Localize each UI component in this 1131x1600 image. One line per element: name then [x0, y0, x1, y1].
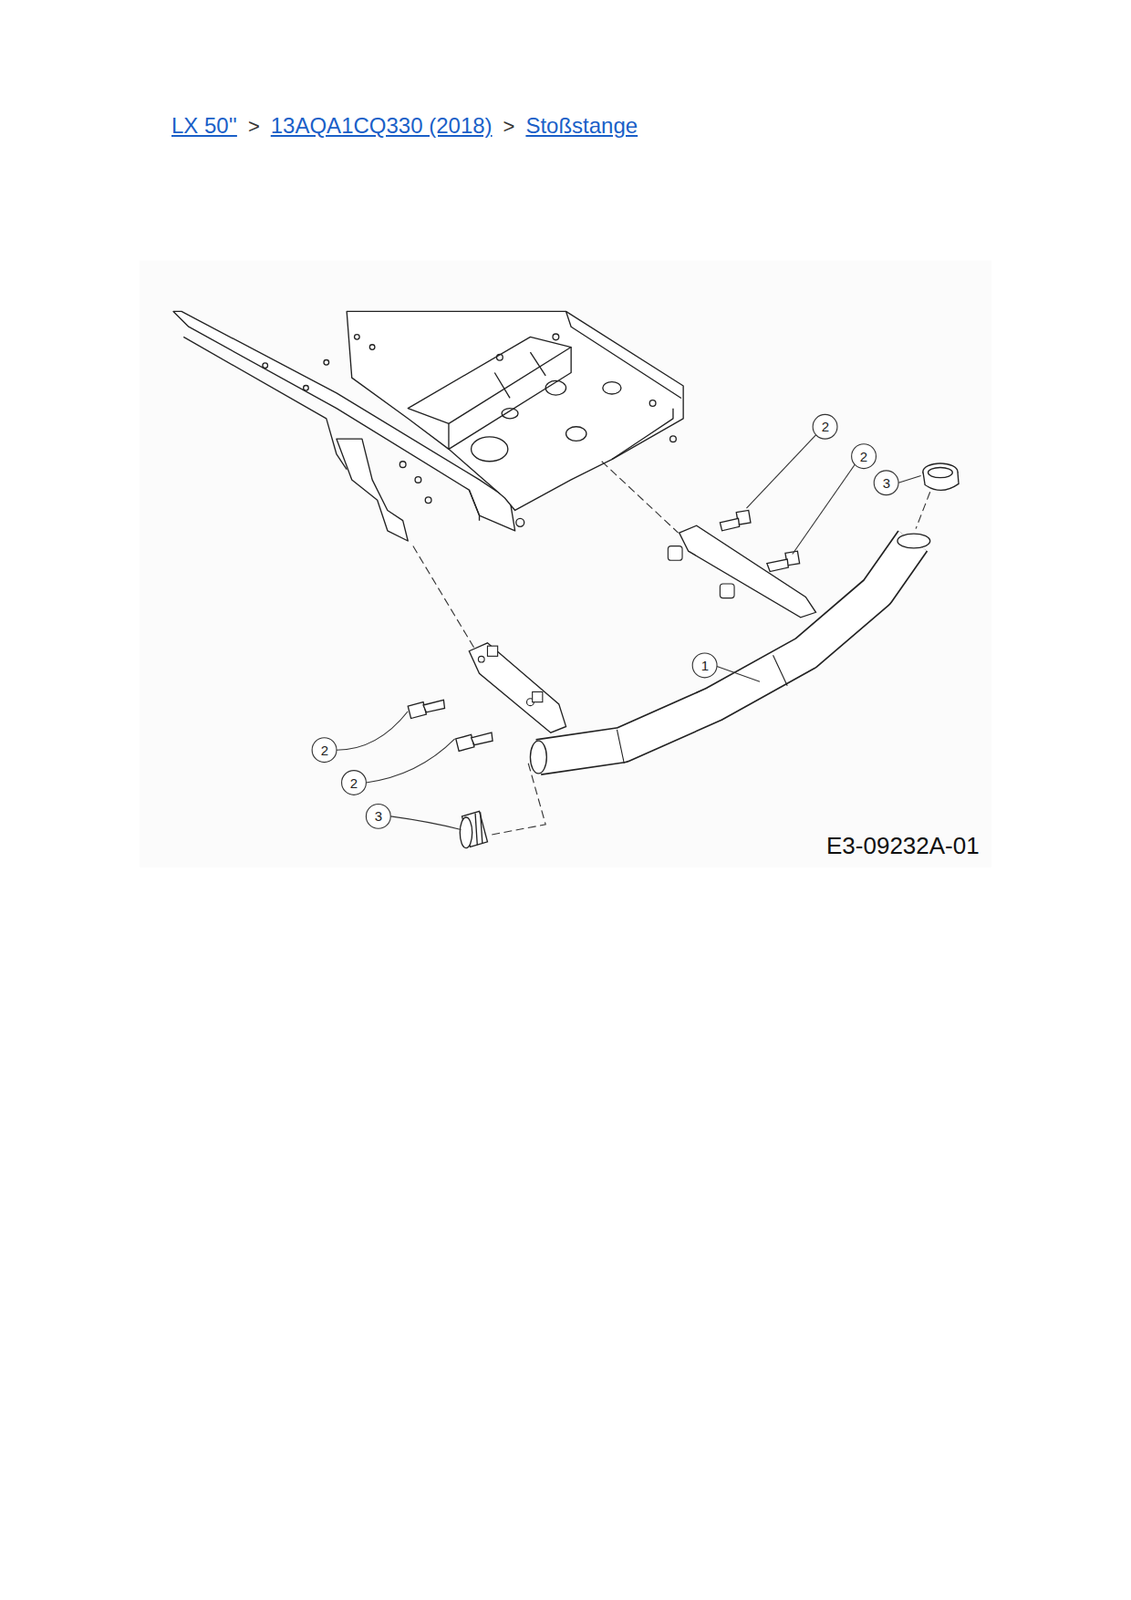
drawing-code: E3-09232A-01: [826, 833, 980, 858]
callout-number: 2: [321, 743, 329, 758]
breadcrumb-separator: >: [503, 114, 516, 139]
callout-number: 2: [860, 449, 868, 464]
breadcrumb-link: Stoßstange: [525, 113, 638, 139]
chassis-frame: [173, 311, 684, 541]
assembly-lines: [413, 461, 931, 835]
breadcrumb: LX 50'' >13AQA1CQ330 (2018) > Stoßstange: [171, 113, 638, 139]
bumper-tube: [468, 525, 930, 774]
callout-number: 3: [374, 809, 383, 823]
end-caps: [459, 463, 959, 849]
breadcrumb-link: 13AQA1CQ330 (2018): [270, 113, 493, 139]
callout-number: 2: [821, 419, 830, 434]
breadcrumb-separator: >: [248, 114, 260, 139]
callout-number: 1: [701, 658, 709, 673]
callout-number: 2: [350, 776, 358, 790]
illustration-ground: [139, 260, 992, 868]
callout-circles: [311, 414, 922, 830]
bolts: [407, 509, 799, 751]
callout-number: 3: [882, 476, 891, 490]
breadcrumb-link: LX 50'': [171, 113, 238, 139]
